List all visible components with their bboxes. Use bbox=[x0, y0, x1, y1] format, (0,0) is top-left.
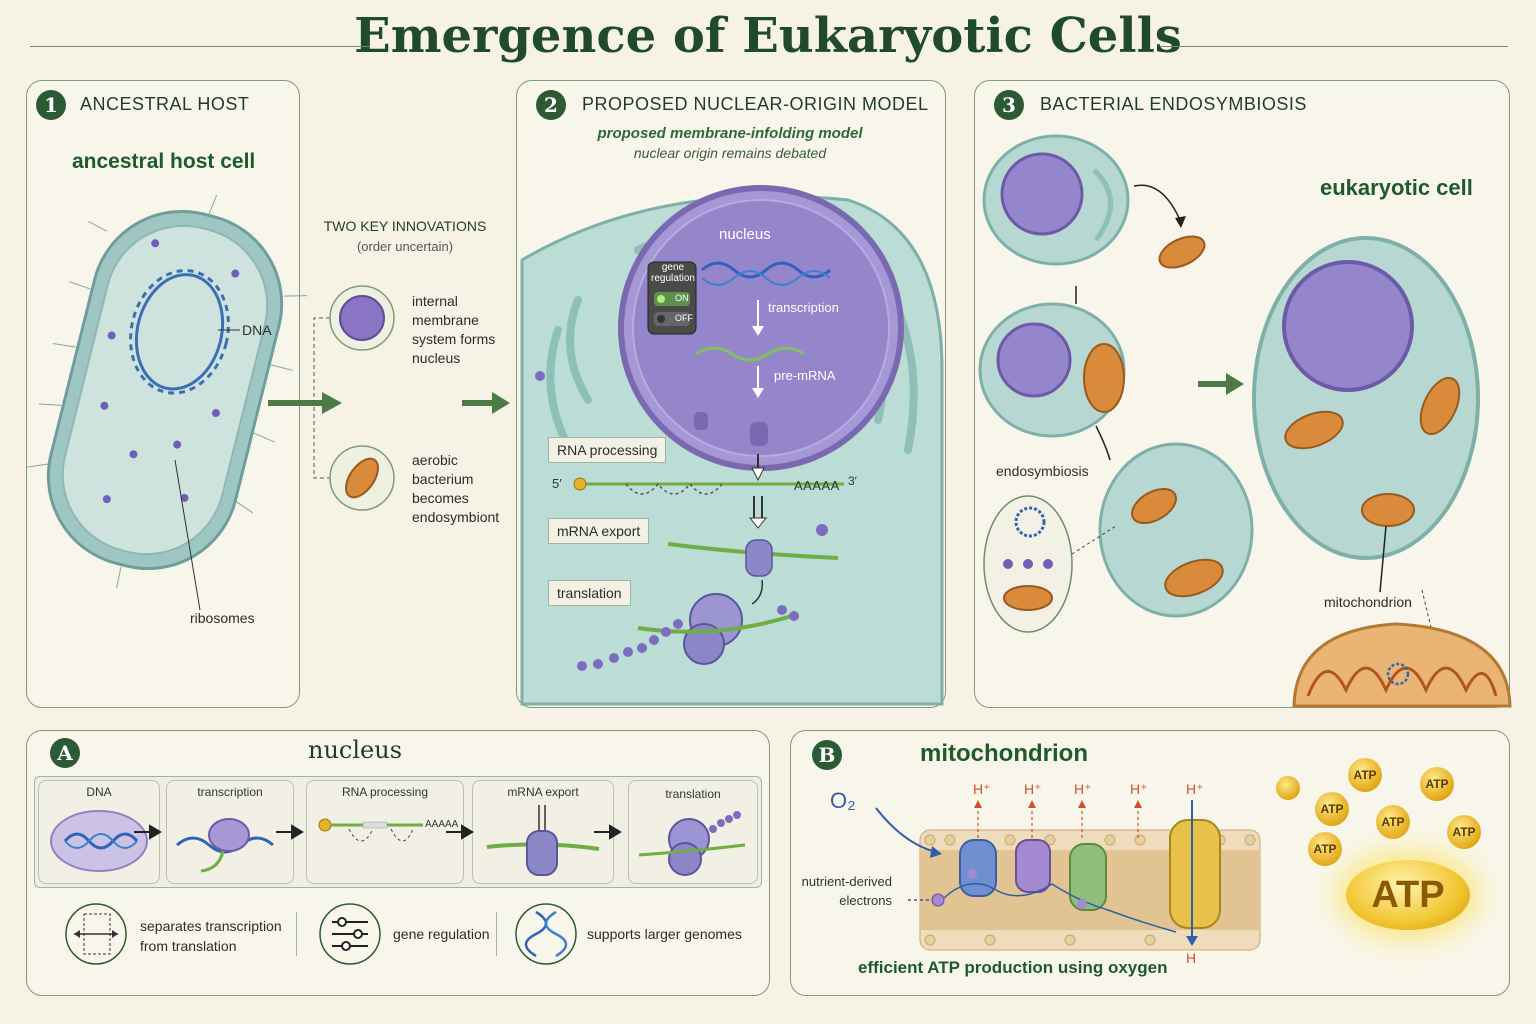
panel-a-title: nucleus bbox=[308, 736, 403, 764]
benefit-divider bbox=[296, 912, 297, 956]
mrna-export-tag: mRNA export bbox=[548, 518, 650, 544]
innovations-note: (order uncertain) bbox=[356, 239, 454, 254]
arrow-to-panel-2 bbox=[462, 392, 510, 414]
panel-a-letter: A bbox=[50, 738, 80, 768]
atp-token-unlabeled bbox=[1276, 776, 1300, 800]
panel-b-letter: B bbox=[812, 740, 842, 770]
title-rule-left bbox=[30, 46, 370, 47]
transcription-icon bbox=[176, 818, 274, 873]
panel-1-number: 1 bbox=[36, 90, 66, 120]
step-translation: translation bbox=[628, 780, 758, 884]
electrons-line: electrons bbox=[839, 893, 892, 908]
proton-label-2: H⁺ bbox=[1024, 781, 1042, 797]
panel-1-title: ANCESTRAL HOST bbox=[80, 94, 250, 114]
ribosomes-label: ribosomes bbox=[190, 610, 255, 626]
translation-tag: translation bbox=[548, 580, 631, 606]
gene-switch-on[interactable]: ON bbox=[675, 293, 689, 303]
proton-label-bottom: H bbox=[1186, 950, 1197, 966]
step-dna-label: DNA bbox=[86, 785, 112, 799]
step-transcription: transcription bbox=[166, 780, 294, 884]
electrons-line: nutrient-derived bbox=[801, 874, 892, 889]
benefit-larger-genomes-text: supports larger genomes bbox=[587, 926, 742, 942]
innovation-nucleus-text: internal membrane system forms nucleus bbox=[412, 292, 495, 368]
ribosome-icon bbox=[638, 811, 746, 876]
panel-2-number: 2 bbox=[536, 90, 566, 120]
benefit-gene-regulation-text: gene regulation bbox=[393, 926, 490, 942]
panel-3-title: BACTERIAL ENDOSYMBIOSIS bbox=[1040, 94, 1307, 114]
step-poly-a-label: AAAAA bbox=[425, 819, 459, 830]
slider-controls-icon bbox=[319, 903, 381, 965]
innovation-line: aerobic bbox=[412, 452, 458, 468]
arrow-to-innovations bbox=[268, 392, 342, 414]
nuclear-pore-icon bbox=[486, 805, 600, 876]
endosymbiosis-illustration bbox=[978, 134, 1512, 708]
innovation-line: endosymbiont bbox=[412, 509, 500, 525]
dna-in-nucleus-icon bbox=[50, 810, 148, 872]
dna-helix-icon bbox=[515, 903, 577, 965]
benefit-divider bbox=[496, 912, 497, 956]
oxygen-label: O₂ bbox=[830, 788, 856, 813]
step-rna-processing: RNA processing AAAAA bbox=[306, 780, 464, 884]
proton-label-3: H⁺ bbox=[1074, 781, 1092, 797]
gene-switch-off[interactable]: OFF bbox=[675, 313, 693, 323]
atp-molecule: ATP bbox=[1447, 815, 1481, 849]
atp-caption: efficient ATP production using oxygen bbox=[858, 958, 1168, 977]
innovation-line: bacterium bbox=[412, 471, 474, 487]
gene-regulation-label[interactable]: gene regulation bbox=[651, 262, 695, 284]
atp-burst: ATP bbox=[1346, 860, 1470, 930]
panel-2-note: nuclear origin remains debated bbox=[633, 145, 827, 161]
nucleus-label: nucleus bbox=[719, 226, 771, 243]
title-rule-right bbox=[1160, 46, 1508, 47]
benefit-line: separates transcription bbox=[140, 918, 282, 934]
atp-molecule: ATP bbox=[1348, 758, 1382, 792]
endosymbiosis-label: endosymbiosis bbox=[996, 463, 1089, 479]
panel-2-title: PROPOSED NUCLEAR-ORIGIN MODEL bbox=[582, 94, 929, 114]
atp-molecule: ATP bbox=[1308, 832, 1342, 866]
dna-label: DNA bbox=[242, 322, 272, 338]
pipeline-arrows bbox=[134, 824, 622, 840]
benefit-separates-text: separates transcription from translation bbox=[140, 916, 282, 956]
innovation-endosymbiont-text: aerobic bacterium becomes endosymbiont bbox=[412, 451, 499, 527]
transcription-label: transcription bbox=[768, 300, 839, 315]
poly-a-tail-label: AAAAA bbox=[794, 478, 840, 493]
innovation-line: system forms bbox=[412, 331, 496, 347]
step-rna-processing-label: RNA processing bbox=[341, 785, 429, 799]
panel-2-subtitle: proposed membrane-infolding model bbox=[597, 125, 863, 142]
atp-molecule: ATP bbox=[1420, 767, 1454, 801]
innovations-heading: TWO KEY INNOVATIONS bbox=[323, 218, 487, 234]
innovation-connector bbox=[313, 285, 395, 511]
pre-mrna-label: pre-mRNA bbox=[774, 368, 836, 383]
step-mrna-export-label: mRNA export bbox=[507, 785, 579, 799]
proton-label-5: H⁺ bbox=[1186, 781, 1204, 797]
panel-b-title: mitochondrion bbox=[920, 740, 1088, 767]
page-title: Emergence of Eukaryotic Cells bbox=[354, 8, 1182, 64]
electrons-label: nutrient-derived electrons bbox=[800, 872, 892, 910]
five-prime-label: 5′ bbox=[552, 476, 562, 491]
split-arrows-icon bbox=[65, 903, 127, 965]
innovation-line: nucleus bbox=[412, 350, 461, 366]
step-transcription-label: transcription bbox=[197, 785, 263, 799]
eukaryotic-cell-label: eukaryotic cell bbox=[1320, 175, 1473, 200]
innovation-line: internal bbox=[412, 293, 458, 309]
innovation-line: membrane bbox=[412, 312, 479, 328]
ancestral-host-cell bbox=[27, 194, 308, 611]
three-prime-label: 3′ bbox=[848, 474, 857, 488]
panel-3-number: 3 bbox=[994, 90, 1024, 120]
rna-processing-tag: RNA processing bbox=[548, 437, 667, 463]
step-translation-label: translation bbox=[665, 787, 721, 801]
benefit-line: from translation bbox=[140, 938, 237, 954]
cell-interior-illustration bbox=[520, 185, 944, 706]
atp-molecule: ATP bbox=[1376, 805, 1410, 839]
ancestral-host-cell-label: ancestral host cell bbox=[72, 150, 256, 173]
electron-transport-chain bbox=[875, 800, 1261, 951]
rna-processing-icon bbox=[318, 818, 423, 842]
atp-molecule: ATP bbox=[1315, 792, 1349, 826]
mitochondrion-label: mitochondrion bbox=[1324, 594, 1412, 610]
proton-label-4: H⁺ bbox=[1130, 781, 1148, 797]
innovation-line: becomes bbox=[412, 490, 469, 506]
proton-label-1: H⁺ bbox=[973, 781, 991, 797]
